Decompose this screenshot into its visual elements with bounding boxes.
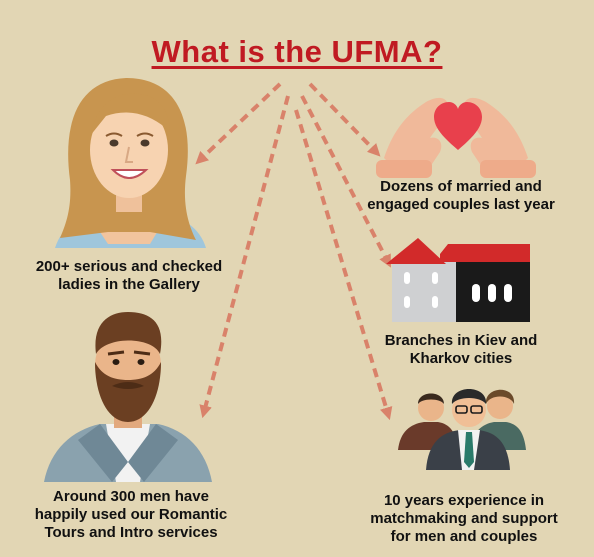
woman-portrait-icon bbox=[55, 78, 206, 248]
arrow-to-couples bbox=[308, 82, 381, 157]
caption-branches-line1: Branches in Kiev and bbox=[384, 332, 538, 349]
arrow-to-experience bbox=[294, 109, 393, 421]
bearded-man-icon bbox=[44, 312, 212, 482]
caption-couples-line2: engaged couples last year bbox=[367, 196, 555, 213]
arrows bbox=[195, 82, 393, 421]
caption-men: Around 300 men have happily used our Rom… bbox=[28, 488, 234, 542]
business-team-icon bbox=[398, 389, 526, 470]
heart-hands-icon bbox=[376, 97, 536, 178]
caption-ladies-line1: 200+ serious and checked bbox=[35, 258, 223, 275]
caption-couples-line1: Dozens of married and bbox=[380, 178, 542, 195]
building-icon bbox=[386, 238, 530, 322]
arrow-to-branches bbox=[300, 95, 391, 268]
arrow-to-ladies bbox=[195, 82, 282, 165]
caption-ladies-line2: ladies in the Gallery bbox=[58, 276, 200, 293]
caption-couples: Dozens of married and engaged couples la… bbox=[356, 178, 566, 214]
caption-experience-line1: 10 years experience in bbox=[383, 492, 545, 509]
caption-experience-line3: for men and couples bbox=[390, 528, 538, 545]
caption-branches-line2: Kharkov cities bbox=[409, 350, 513, 367]
caption-branches: Branches in Kiev and Kharkov cities bbox=[366, 332, 556, 368]
arrow-to-men bbox=[199, 95, 290, 419]
caption-ladies: 200+ serious and checked ladies in the G… bbox=[34, 258, 224, 294]
caption-men-line1: Around 300 men have bbox=[53, 488, 209, 505]
caption-men-line2: happily used our Romantic bbox=[34, 506, 228, 523]
caption-men-line3: Tours and Intro services bbox=[44, 524, 218, 541]
page-title: What is the UFMA? bbox=[151, 34, 443, 69]
caption-experience-line2: matchmaking and support bbox=[370, 510, 558, 527]
caption-experience: 10 years experience in matchmaking and s… bbox=[358, 492, 570, 546]
